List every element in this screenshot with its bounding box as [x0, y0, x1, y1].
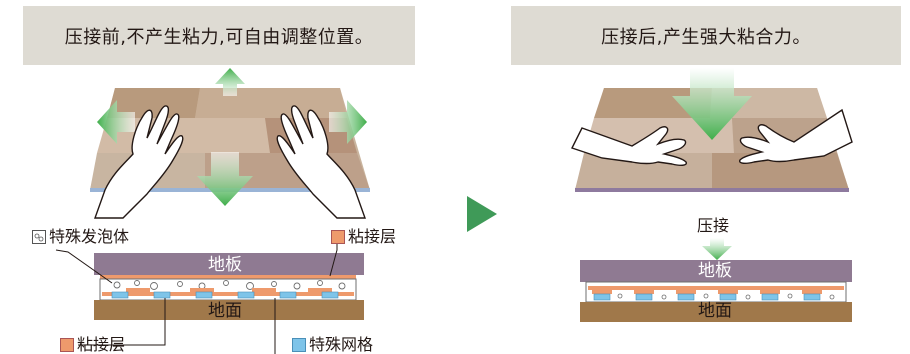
up-arrow-icon: [215, 68, 245, 96]
press-arrow-icon: [672, 68, 752, 140]
left-floor-illustration: [90, 68, 370, 219]
mesh-swatch: [292, 338, 306, 352]
press-label: 压接: [697, 216, 730, 235]
adhesive-layer: [588, 286, 844, 294]
right-arrow-icon: [329, 100, 367, 144]
right-title: 压接后,产生强大粘合力。: [601, 26, 811, 48]
foam-icon: [32, 230, 46, 244]
left-title-banner: 压接前,不产生粘力,可自由调整位置。: [23, 6, 415, 65]
hand-icon: [738, 108, 853, 165]
hand-icon: [94, 105, 184, 219]
floorboard-layer: [94, 253, 364, 275]
adhesive-label-bottom-text: 粘接层: [77, 335, 126, 354]
ground-label-left: 地面: [208, 301, 242, 321]
foam-bubbles: [113, 280, 346, 290]
mesh-label: 特殊网格: [292, 336, 373, 354]
right-cross-section: [580, 260, 852, 322]
foam-label: 特殊发泡体: [32, 228, 129, 246]
left-title: 压接前,不产生粘力,可自由调整位置。: [64, 26, 374, 48]
right-title-banner: 压接后,产生强大粘合力。: [511, 6, 901, 65]
adhesive-label-top: 粘接层: [331, 228, 396, 246]
ground-layer: [94, 300, 364, 320]
hand-icon: [571, 126, 688, 167]
small-down-arrow-icon: [702, 238, 732, 260]
mesh-cells: [111, 291, 339, 299]
floorboard-layer: [580, 260, 852, 282]
left-cross-section: [55, 240, 364, 354]
adhesive-label-bottom: 粘接层: [60, 336, 125, 354]
mesh-cells: [593, 293, 821, 301]
hand-icon: [276, 105, 366, 219]
mesh-label-text: 特殊网格: [309, 335, 374, 354]
foam-label-text: 特殊发泡体: [49, 227, 130, 246]
next-step-arrow-icon: [467, 196, 497, 232]
adhesive-layer-top: [100, 275, 356, 279]
floorboard-label-right: 地板: [698, 261, 732, 281]
floorboard-label-left: 地板: [208, 255, 242, 275]
adhesive-swatch: [60, 338, 74, 352]
ground-label-right: 地面: [698, 301, 732, 321]
adhesive-swatch: [331, 230, 345, 244]
ground-layer: [580, 302, 852, 322]
left-arrow-icon: [97, 100, 135, 144]
right-floor-illustration: [571, 68, 853, 192]
down-arrow-icon: [197, 152, 253, 206]
adhesive-label-top-text: 粘接层: [348, 227, 397, 246]
